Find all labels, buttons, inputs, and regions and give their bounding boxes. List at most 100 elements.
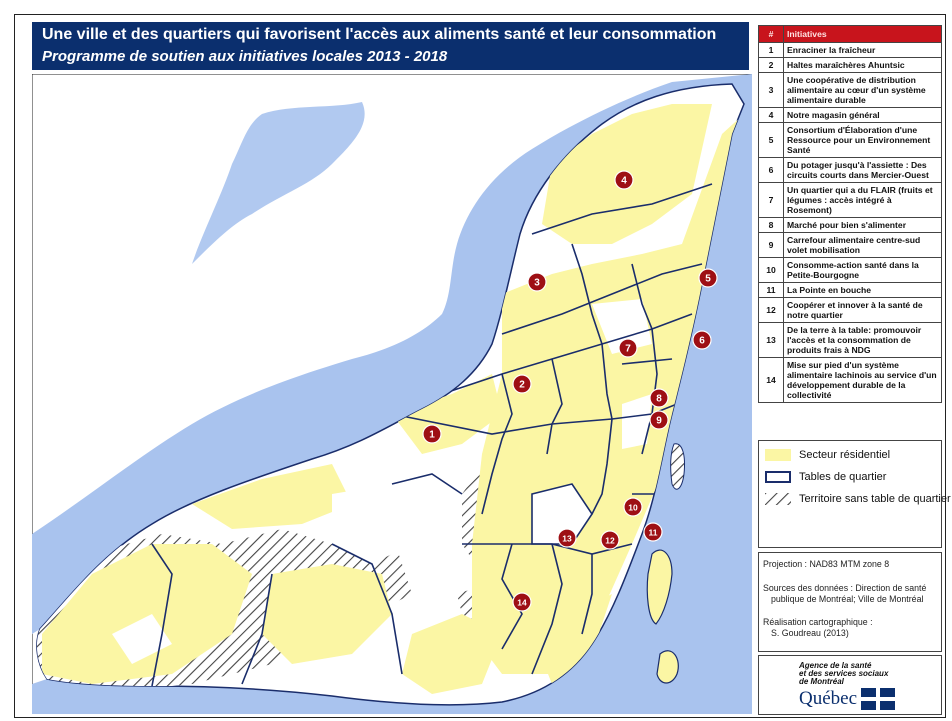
marker-circle: [527, 272, 547, 292]
initiative-number: 9: [758, 232, 784, 258]
initiative-number: 5: [758, 122, 784, 158]
realisation-line-1: Réalisation cartographique :: [763, 617, 873, 627]
map-legend: Secteur résidentiel Tables de quartier T…: [758, 440, 951, 548]
marker-circle: [512, 374, 532, 394]
initiative-label: Carrefour alimentaire centre-sud volet m…: [783, 232, 942, 258]
quebec-wordmark: Québec: [799, 688, 896, 710]
marker-circle: [692, 330, 712, 350]
initiative-marker: 2: [512, 374, 532, 394]
marker-circle: [649, 388, 669, 408]
initiative-number: 3: [758, 72, 784, 108]
initiative-label: Du potager jusqu'à l'assiette : Des circ…: [783, 157, 942, 183]
marker-label: 7: [625, 344, 631, 355]
no-table-swatch: [765, 493, 791, 505]
initiative-marker: 8: [649, 388, 669, 408]
marker-circle: [600, 530, 620, 550]
legend-residential-label: Secteur résidentiel: [799, 449, 891, 461]
agency-line-3: de Montréal: [799, 677, 844, 686]
ile-des-soeurs: [656, 650, 679, 684]
marker-label: 1: [429, 430, 435, 441]
agency-logo: Agence de la santé et des services socia…: [758, 655, 942, 715]
initiative-marker: 14: [512, 592, 532, 612]
initiative-label: La Pointe en bouche: [783, 282, 942, 298]
marker-label: 11: [649, 528, 658, 538]
hatched-island-east: [670, 443, 685, 490]
initiative-label: Consomme-action santé dans la Petite-Bou…: [783, 257, 942, 283]
initiative-label: De la terre à la table: promouvoir l'acc…: [783, 322, 942, 358]
quebec-text: Québec: [799, 688, 858, 709]
initiative-marker: 11: [643, 522, 663, 542]
initiative-label: Consortium d'Élaboration d'une Ressource…: [783, 122, 942, 158]
initiative-number: 4: [758, 107, 784, 123]
initiative-number: 7: [758, 182, 784, 218]
marker-label: 9: [656, 416, 662, 427]
table-header-row: # Initiatives: [758, 25, 942, 43]
initiative-marker: 13: [557, 528, 577, 548]
initiative-number: 10: [758, 257, 784, 283]
initiative-marker: 7: [618, 338, 638, 358]
initiative-number: 14: [758, 357, 784, 403]
initiative-label: Coopérer et innover à la santé de notre …: [783, 297, 942, 323]
initiative-label: Une coopérative de distribution alimenta…: [783, 72, 942, 108]
marker-label: 10: [628, 503, 638, 513]
marker-circle: [557, 528, 577, 548]
initiative-marker: 5: [698, 268, 718, 288]
legend-tables-label: Tables de quartier: [799, 471, 887, 483]
initiative-marker: 4: [614, 170, 634, 190]
title-bar: Une ville et des quartiers qui favorisen…: [32, 22, 749, 70]
initiative-label: Haltes maraîchères Ahuntsic: [783, 57, 942, 73]
water-river: [32, 134, 752, 714]
quebec-flag-icon: [861, 688, 896, 710]
marker-circle: [614, 170, 634, 190]
header-number: #: [758, 25, 784, 43]
initiative-label: Mise sur pied d'un système alimentaire l…: [783, 357, 942, 403]
marker-circle: [512, 592, 532, 612]
water-north-inlet: [192, 102, 365, 264]
sources-line-2: publique de Montréal; Ville de Montréal: [771, 594, 924, 604]
marker-label: 8: [656, 394, 662, 405]
initiative-number: 1: [758, 42, 784, 58]
marker-label: 5: [705, 274, 711, 285]
marker-circle: [649, 410, 669, 430]
initiative-marker: 6: [692, 330, 712, 350]
initiative-marker: 10: [623, 497, 643, 517]
marker-label: 14: [517, 598, 527, 608]
agency-line-2: et des services sociaux: [799, 669, 889, 678]
ile-sainte-helene: [646, 549, 673, 625]
initiative-number: 2: [758, 57, 784, 73]
initiative-marker: 1: [422, 424, 442, 444]
initiative-label: Notre magasin général: [783, 107, 942, 123]
marker-circle: [698, 268, 718, 288]
initiative-label: Marché pour bien s'alimenter: [783, 217, 942, 233]
marker-label: 2: [519, 380, 525, 391]
initiative-number: 11: [758, 282, 784, 298]
initiative-marker: 9: [649, 410, 669, 430]
marker-label: 13: [562, 534, 572, 544]
residential-swatch: [765, 449, 791, 461]
marker-label: 3: [534, 278, 540, 289]
initiative-marker: 3: [527, 272, 547, 292]
map-subtitle: Programme de soutien aux initiatives loc…: [42, 48, 448, 65]
marker-label: 12: [605, 536, 615, 546]
agency-line-1: Agence de la santé: [799, 661, 872, 670]
initiative-number: 13: [758, 322, 784, 358]
initiative-number: 6: [758, 157, 784, 183]
header-label: Initiatives: [783, 25, 942, 43]
initiative-number: 12: [758, 297, 784, 323]
marker-circle: [422, 424, 442, 444]
